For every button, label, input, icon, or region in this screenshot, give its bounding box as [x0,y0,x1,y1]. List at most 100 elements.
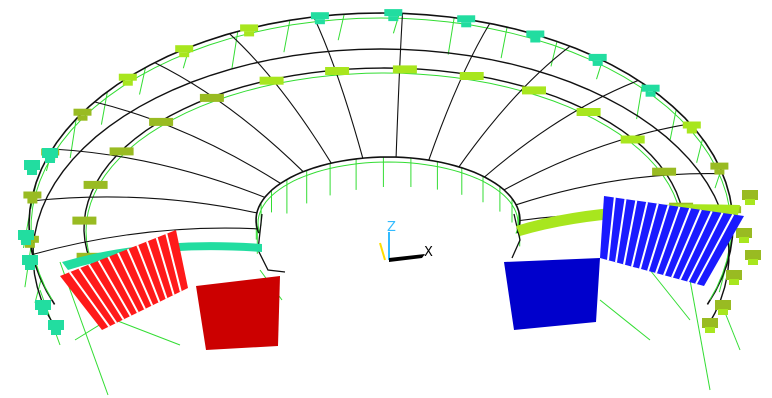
coordinate-triad: Z X [379,220,433,262]
middle-ring-patch [652,167,677,176]
red-blade-gap [97,260,132,317]
radial-rib [395,13,404,158]
blue-blade-gap [695,214,735,285]
radial-rib [458,45,571,168]
side-patch [21,239,31,245]
constraint-line [392,13,400,34]
red-blade-gap [78,267,118,324]
outer-rim-patch [388,16,399,22]
constraint-line [550,41,558,67]
outer-rim-patch [682,121,701,129]
side-patch [715,300,731,310]
blue-blade-gap [671,209,702,278]
outer-rim-patch [122,80,133,86]
radial-rib [154,62,304,173]
inner-ring [255,156,521,234]
outer-rim-patch [526,30,545,38]
constraint-line [649,269,691,321]
radial-rib [94,101,281,184]
constraint-line [100,91,108,125]
constraint-line [139,67,146,95]
outer-rim-patch [23,191,42,199]
outer-rim-patch [175,45,194,53]
outer-rim-patch [457,15,476,23]
side-patch [745,199,755,205]
radial-rib [515,172,723,206]
blue-solid-block [504,258,600,330]
middle-ring-patch [259,76,284,85]
constraint-line [689,279,711,391]
outer-rim-patch [244,31,255,37]
side-patch [27,169,37,175]
outer-rim-patch [530,37,541,43]
middle-ring-patch [199,93,224,102]
middle-ring-patch [620,135,645,144]
red-blade-gap [88,263,125,321]
inner-wall-right [511,213,521,259]
outer-rim-patch [240,24,259,32]
side-patch [35,300,51,310]
blue-blade-gap [607,197,616,261]
blue-blade-gap [663,207,692,276]
side-patch [705,327,715,333]
side-patch [42,148,58,158]
triad-x-axis [389,254,425,262]
outer-rim-patch [24,242,35,248]
outer-rim-patch [310,12,329,20]
side-patch [51,329,61,335]
middle-ring-patch [325,67,350,75]
outer-rim-patch [384,9,403,17]
side-patch [718,309,728,315]
outer-rim-patch [179,52,190,58]
radial-rib [229,33,332,164]
constraint-line [231,31,239,70]
radial-rib [52,148,266,198]
blue-blade-gap [631,201,649,267]
inner-wall-left [257,213,286,273]
side-patch [745,250,761,260]
side-patch [45,157,55,163]
radial-rib [313,16,364,159]
red-blade-segment [60,230,280,350]
side-patch [736,228,752,238]
red-blade-gap [146,241,168,299]
side-patch [48,320,64,330]
constraint-line [696,138,704,163]
middle-ring-patch [72,216,97,225]
blue-blade-gap [639,203,659,270]
side-patch [748,259,758,265]
outer-rim-patch [77,115,88,121]
outer-lower-rim [32,48,730,326]
outer-rim-patch [641,84,660,92]
radial-rib [31,196,257,214]
red-blade-gap [117,252,146,310]
middle-ring-patch [109,147,134,156]
red-blade-gap [68,271,111,328]
constraint-line [447,17,455,55]
blue-blade-gap [615,198,627,263]
outer-rim-patch [710,162,729,170]
middle-ring-patch [392,65,417,74]
outer-rim-patch [118,73,137,81]
side-patch [729,279,739,285]
outer-rim-patch [592,60,603,66]
outer-rim-patch [73,108,92,116]
radial-rib [32,227,258,256]
red-blade-gap [126,248,154,306]
side-patch [24,160,40,170]
triad-z-label: Z [387,220,396,235]
outer-rim-patch [27,198,38,204]
outer-rim-patch [714,169,725,175]
triad-x-label: X [424,245,433,260]
inner-ring-green [257,161,519,234]
blue-blade-segment [504,196,744,330]
blue-blade-gap [623,200,638,265]
outer-rim-patch [645,91,656,97]
outer-rim-patch [461,22,472,28]
side-patch [25,264,35,270]
side-patch [22,255,38,265]
middle-ring-patch [149,117,174,126]
outer-rim-patch [686,128,697,134]
